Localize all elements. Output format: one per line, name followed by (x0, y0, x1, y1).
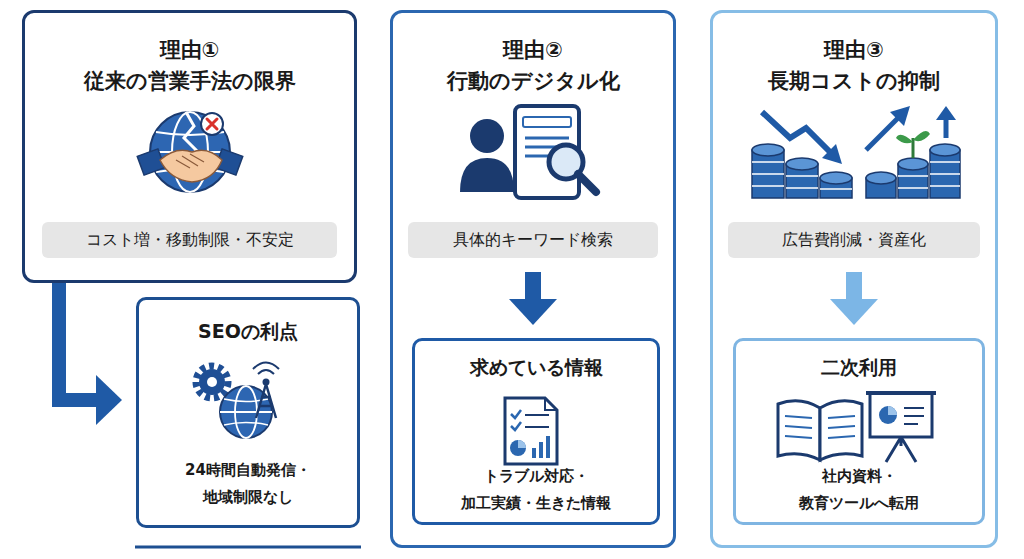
summary-pill: 具体的キーワード検索 (408, 222, 658, 258)
report-document-icon (505, 398, 557, 464)
arrow-head (830, 299, 878, 325)
connector-layer (59, 272, 878, 425)
reason-card: 理由③ 長期コストの抑制広告費削減・資産化二次利用社内資料・教育ツールへ転用 (710, 10, 998, 548)
arrow-shaft (525, 272, 541, 301)
box-body: トラブル対応・加工実績・生きた情報 (415, 463, 657, 517)
underline-bar (135, 546, 361, 549)
summary-pill: 広告費削減・資産化 (728, 222, 980, 258)
summary-pill: コスト増・移動制限・不安定 (42, 222, 337, 258)
card-heading: 理由② 行動のデジタル化 (393, 35, 673, 97)
box-heading: 二次利用 (736, 354, 982, 380)
box-heading: 求めている情報 (415, 354, 657, 380)
pill-text: コスト増・移動制限・不安定 (42, 222, 337, 258)
result-box: 求めている情報トラブル対応・加工実績・生きた情報 (412, 338, 660, 525)
card-heading: 理由① 従来の営業手法の限界 (25, 35, 354, 97)
flow-arrow (59, 283, 122, 425)
book-presentation-icon (778, 393, 936, 462)
card-heading: 理由③ 長期コストの抑制 (713, 35, 995, 97)
arrow-head (509, 299, 557, 325)
box-body: 社内資料・教育ツールへ転用 (736, 463, 982, 517)
gear-globe-tower-icon (196, 363, 279, 439)
person-tablet-icon (460, 106, 596, 198)
box-heading: SEOの利点 (139, 318, 357, 344)
pill-text: 具体的キーワード検索 (408, 222, 658, 258)
coins-trend-icon (752, 106, 960, 198)
reason-card: 理由① 従来の営業手法の限界コスト増・移動制限・不安定 (22, 10, 357, 283)
arrow-shaft (846, 272, 862, 301)
globe-handshake-icon (137, 112, 243, 192)
result-box: SEOの利点 24時間自動発信・地域制限なし (136, 297, 360, 528)
arrow-head (96, 375, 122, 425)
reason-card: 理由② 行動のデジタル化具体的キーワード検索求めている情報トラブル対応・加工実績… (390, 10, 676, 548)
box-body: 24時間自動発信・地域制限なし (139, 457, 357, 511)
flow-arrow (830, 272, 878, 325)
result-box: 二次利用社内資料・教育ツールへ転用 (733, 338, 985, 525)
arrow-shaft (59, 283, 98, 400)
pill-text: 広告費削減・資産化 (728, 222, 980, 258)
flow-arrow (509, 272, 557, 325)
